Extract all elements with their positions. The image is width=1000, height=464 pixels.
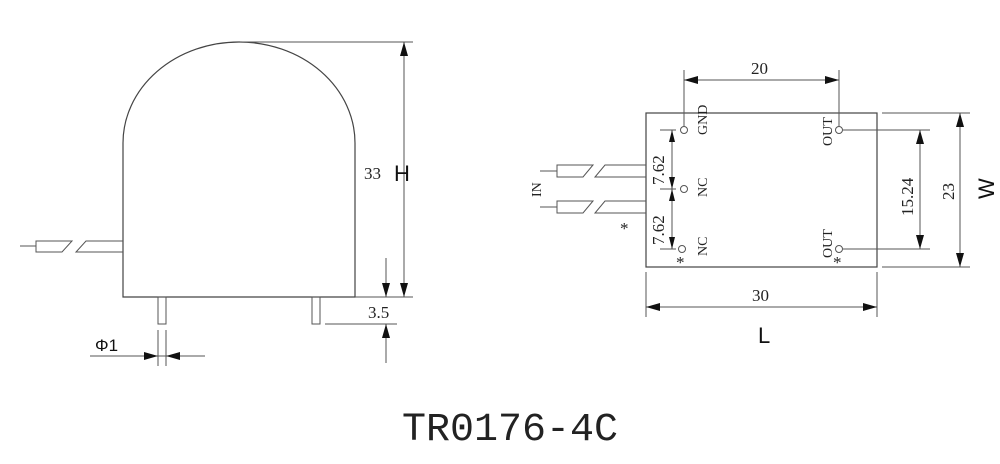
pin-length-value: 3.5 xyxy=(368,303,389,322)
pin-left xyxy=(157,296,167,325)
pin-out-top xyxy=(835,126,843,134)
input-pitch-2-value: 7.62 xyxy=(649,215,668,245)
polarity-mark-input: * xyxy=(620,219,629,238)
top-view: GND NC NC OUT OUT * * 20 IN * 7.62 7.62 xyxy=(530,59,999,348)
pin-label-out-bottom: OUT xyxy=(821,229,836,258)
polarity-mark-out: * xyxy=(833,253,842,272)
input-pitch-1-value: 7.62 xyxy=(649,155,668,185)
pin-diameter-value: Φ1 xyxy=(95,336,118,355)
length-value: 30 xyxy=(752,286,769,305)
pin-holes xyxy=(678,126,843,253)
drawing-title: TR0176-4C xyxy=(402,408,618,453)
transformer-body xyxy=(122,41,356,298)
height-value: 33 xyxy=(364,164,381,183)
width-label: W xyxy=(974,178,999,199)
pin-label-nc-bottom: NC xyxy=(696,237,711,256)
pin-right xyxy=(311,296,321,325)
polarity-mark-nc: * xyxy=(676,253,685,272)
input-label: IN xyxy=(530,182,545,197)
input-wires xyxy=(540,164,646,214)
pin-label-out-top: OUT xyxy=(821,117,836,146)
side-cable xyxy=(20,240,123,253)
width-value: 23 xyxy=(939,183,958,200)
side-view: 33 H 3.5 Φ1 xyxy=(20,41,413,366)
pin-nc-bottom xyxy=(678,245,686,253)
pin-label-nc-mid: NC xyxy=(696,178,711,197)
pin-label-gnd: GND xyxy=(696,105,711,135)
pin-gnd xyxy=(680,126,688,134)
pin-nc-mid xyxy=(680,185,688,193)
height-label: H xyxy=(394,161,410,186)
footprint-outline xyxy=(645,112,878,268)
length-label: L xyxy=(758,323,770,348)
pin-spacing-y-value: 15.24 xyxy=(898,177,917,216)
pin-out-bottom xyxy=(835,245,843,253)
pin-spacing-x-value: 20 xyxy=(751,59,768,78)
